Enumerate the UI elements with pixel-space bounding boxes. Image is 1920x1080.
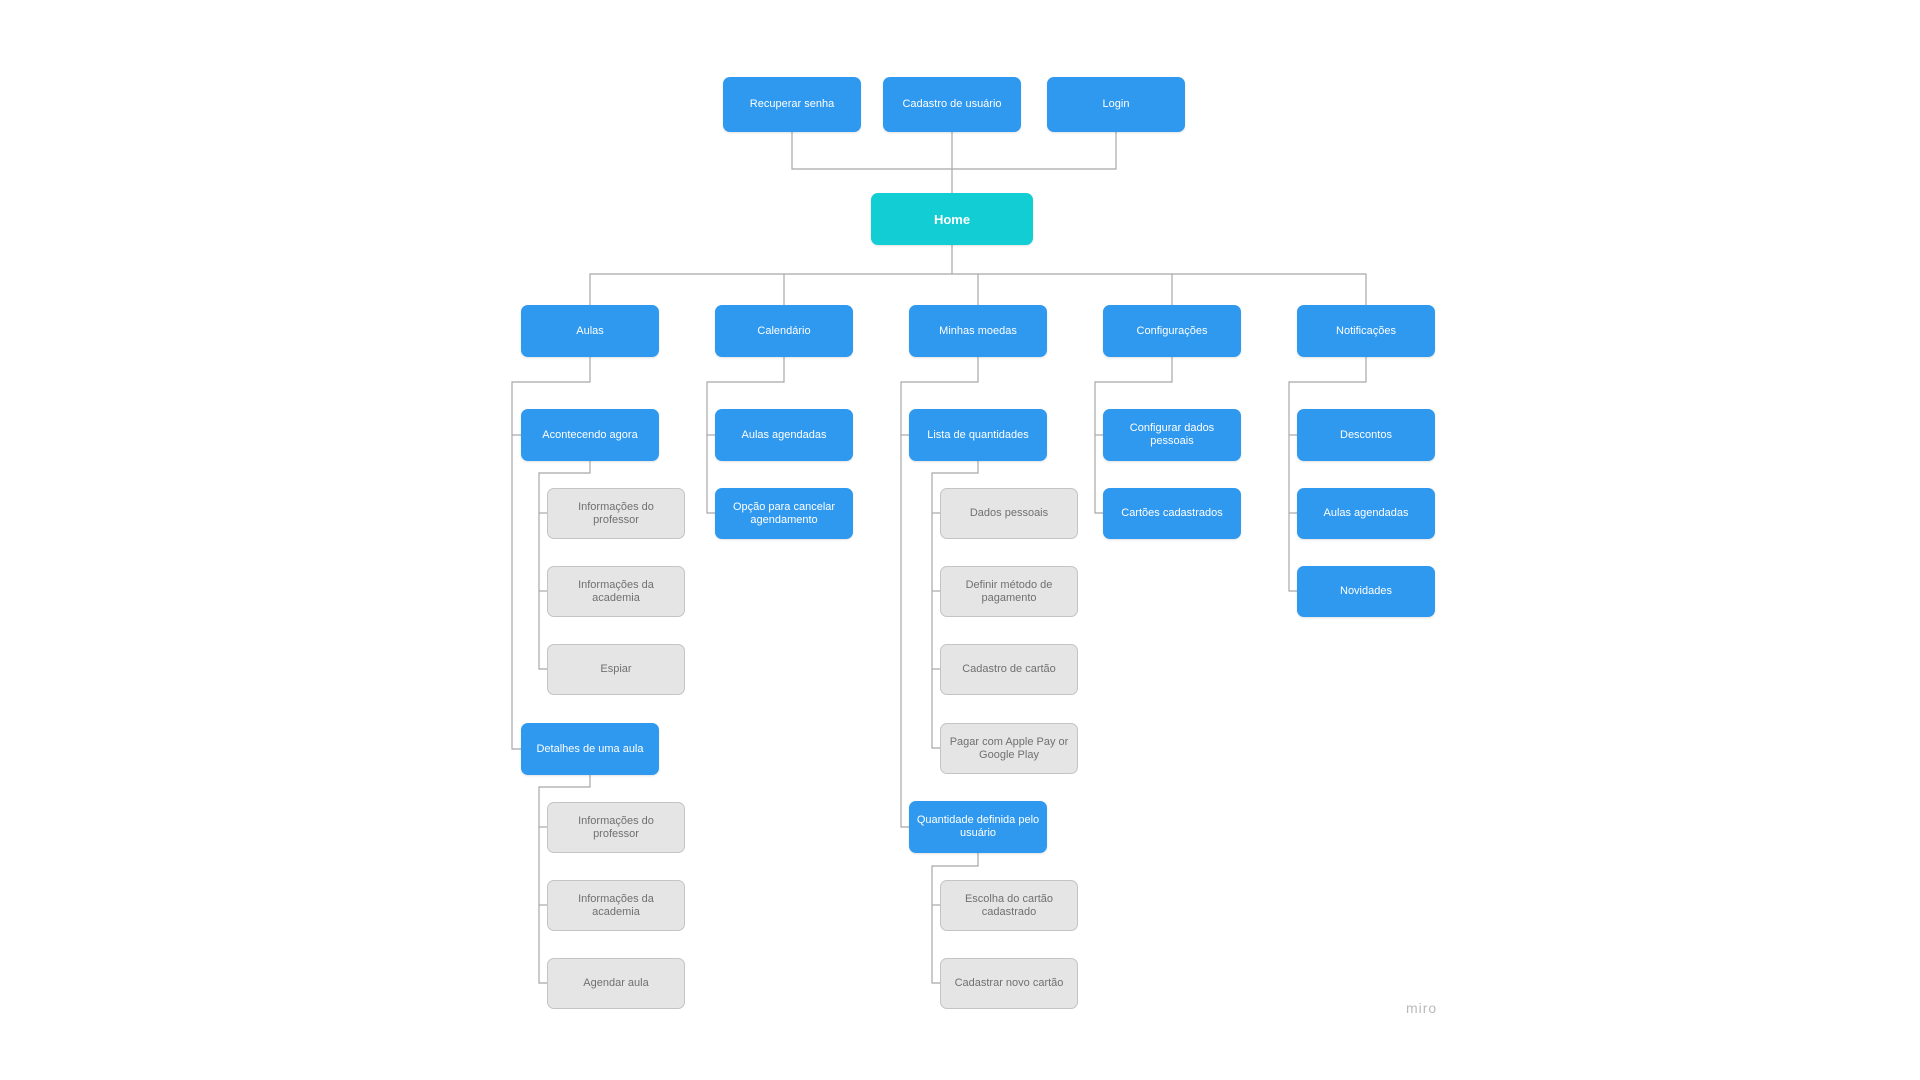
- node-home[interactable]: Home: [871, 193, 1033, 245]
- node-espiar[interactable]: Espiar: [547, 644, 685, 695]
- connector-line-0: [791, 132, 1117, 170]
- node-cal-aulas-agendadas[interactable]: Aulas agendadas: [715, 409, 853, 461]
- node-lista-quantidades[interactable]: Lista de quantidades: [909, 409, 1047, 461]
- node-cadastrar-novo-cartao[interactable]: Cadastrar novo cartão: [940, 958, 1078, 1009]
- connector-line-27: [1288, 357, 1367, 592]
- node-notificacoes[interactable]: Notificações: [1297, 305, 1435, 357]
- node-acontecendo-agora[interactable]: Acontecendo agora: [521, 409, 659, 461]
- node-configuracoes[interactable]: Configurações: [1103, 305, 1241, 357]
- node-login[interactable]: Login: [1047, 77, 1185, 132]
- node-aulas[interactable]: Aulas: [521, 305, 659, 357]
- node-minhas-moedas[interactable]: Minhas moedas: [909, 305, 1047, 357]
- node-cadastro-usuario[interactable]: Cadastro de usuário: [883, 77, 1021, 132]
- node-acontecendo-info-academia[interactable]: Informações da academia: [547, 566, 685, 617]
- miro-watermark: miro: [1406, 1000, 1438, 1016]
- node-calendario[interactable]: Calendário: [715, 305, 853, 357]
- node-descontos[interactable]: Descontos: [1297, 409, 1435, 461]
- node-detalhes-info-academia[interactable]: Informações da academia: [547, 880, 685, 931]
- node-cartoes-cadastrados[interactable]: Cartões cadastrados: [1103, 488, 1241, 539]
- node-quantidade-definida[interactable]: Quantidade definida pelo usuário: [909, 801, 1047, 853]
- node-apple-google-pay[interactable]: Pagar com Apple Pay or Google Play: [940, 723, 1078, 774]
- node-agendar-aula[interactable]: Agendar aula: [547, 958, 685, 1009]
- node-dados-pessoais[interactable]: Dados pessoais: [940, 488, 1078, 539]
- node-acontecendo-info-professor[interactable]: Informações do professor: [547, 488, 685, 539]
- node-novidades[interactable]: Novidades: [1297, 566, 1435, 617]
- node-opcao-cancelar[interactable]: Opção para cancelar agendamento: [715, 488, 853, 539]
- node-definir-metodo-pagamento[interactable]: Definir método de pagamento: [940, 566, 1078, 617]
- node-detalhes-aula[interactable]: Detalhes de uma aula: [521, 723, 659, 775]
- node-configurar-dados[interactable]: Configurar dados pessoais: [1103, 409, 1241, 461]
- node-escolha-cartao[interactable]: Escolha do cartão cadastrado: [940, 880, 1078, 931]
- node-notif-aulas-agendadas[interactable]: Aulas agendadas: [1297, 488, 1435, 539]
- node-cadastro-cartao[interactable]: Cadastro de cartão: [940, 644, 1078, 695]
- node-recuperar-senha[interactable]: Recuperar senha: [723, 77, 861, 132]
- connector-line-3: [589, 273, 1367, 305]
- node-detalhes-info-professor[interactable]: Informações do professor: [547, 802, 685, 853]
